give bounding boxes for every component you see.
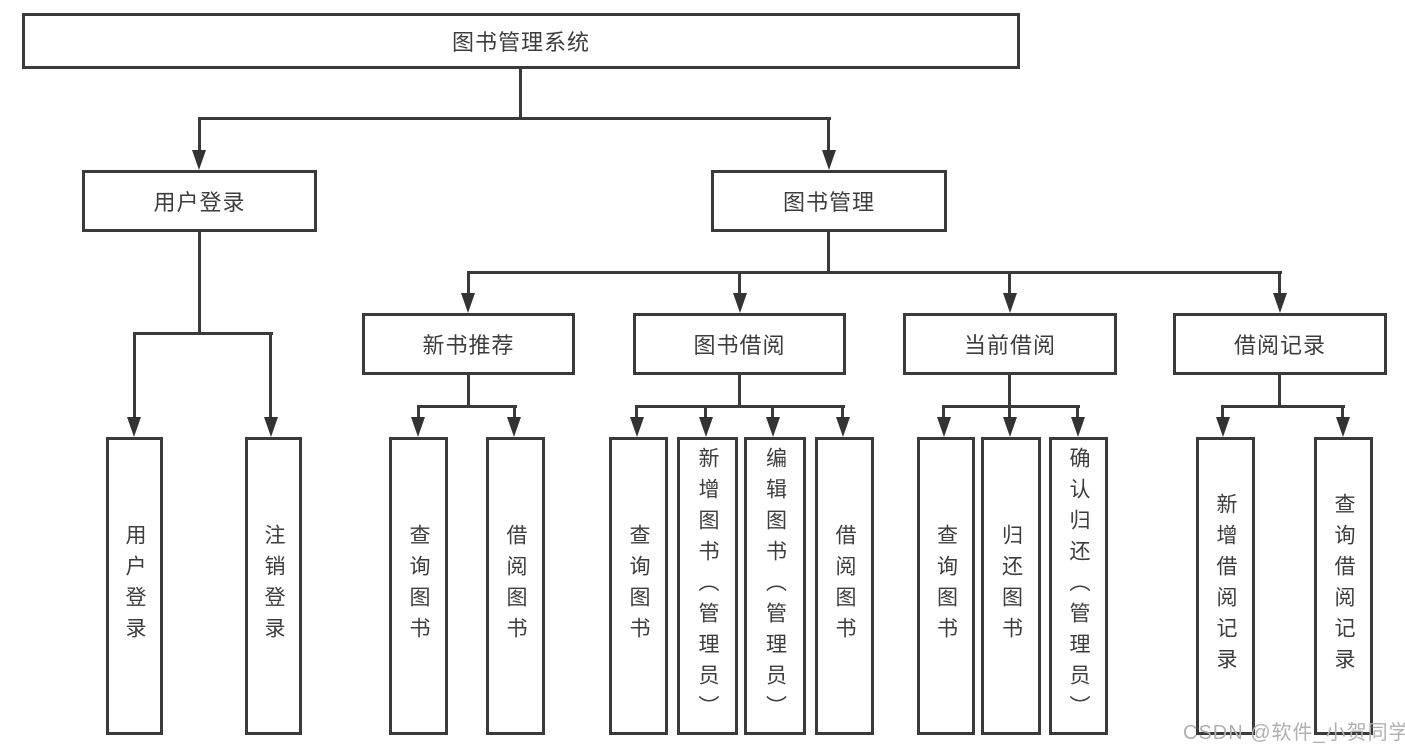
connector-line: [133, 332, 273, 335]
node-book-management: 图书管理: [711, 170, 947, 232]
connector-line: [133, 332, 136, 419]
connector-line: [771, 405, 774, 419]
leaf-rec-query-books: 查询图书: [389, 437, 448, 735]
node-book-borrowing: 图书借阅: [633, 313, 846, 375]
connector-line: [841, 405, 844, 419]
arrow-down-icon: [1071, 417, 1085, 437]
connector-line: [635, 405, 638, 419]
node-root: 图书管理系统: [22, 13, 1020, 69]
connector-line: [467, 271, 470, 295]
node-borrowing-records: 借阅记录: [1173, 313, 1387, 375]
node-borrowing-records-label: 借阅记录: [1233, 333, 1326, 358]
arrow-down-icon: [1003, 417, 1017, 437]
connector-line: [417, 405, 420, 419]
node-user-login-label: 用户登录: [153, 190, 246, 215]
arrow-down-icon: [937, 417, 951, 437]
connector-line: [467, 375, 470, 408]
arrow-down-icon: [630, 417, 644, 437]
node-new-book-recommend: 新书推荐: [362, 313, 575, 375]
node-root-label: 图书管理系统: [451, 30, 590, 55]
arrow-down-icon: [411, 417, 425, 437]
arrow-down-icon: [1216, 417, 1230, 437]
arrow-down-icon: [699, 417, 713, 437]
connector-line: [827, 117, 830, 152]
leaf-logout-label: 注销登录: [262, 524, 286, 648]
arrow-down-icon: [1336, 417, 1350, 437]
connector-line: [1278, 271, 1281, 295]
leaf-user-login: 用户登录: [106, 437, 163, 735]
leaf-bb-borrow-books-label: 借阅图书: [833, 524, 857, 648]
connector-line: [738, 271, 741, 295]
leaf-cb-return-books-label: 归还图书: [999, 524, 1023, 648]
arrow-down-icon: [127, 417, 141, 437]
arrow-down-icon: [507, 417, 521, 437]
leaf-rec-query-books-label: 查询图书: [407, 524, 431, 648]
leaf-cb-query-books-label: 查询图书: [934, 524, 958, 648]
connector-line: [519, 69, 522, 118]
node-new-book-recommend-label: 新书推荐: [422, 333, 515, 358]
connector-line: [417, 405, 517, 408]
arrow-down-icon: [1273, 293, 1287, 313]
leaf-bb-add-books-admin-label: 新增图书（管理员）: [696, 446, 720, 726]
connector-line: [1008, 405, 1011, 419]
node-book-borrowing-label: 图书借阅: [693, 333, 786, 358]
node-user-login: 用户登录: [82, 170, 317, 232]
node-book-management-label: 图书管理: [782, 190, 875, 215]
arrow-down-icon: [733, 293, 747, 313]
arrow-down-icon: [461, 293, 475, 313]
leaf-user-login-label: 用户登录: [123, 524, 147, 648]
leaf-cb-confirm-return-admin-label: 确认归还（管理员）: [1067, 446, 1091, 726]
leaf-br-add-record: 新增借阅记录: [1196, 437, 1255, 735]
arrow-down-icon: [822, 150, 836, 170]
connector-line: [704, 405, 707, 419]
connector-line: [942, 405, 945, 419]
arrow-down-icon: [766, 417, 780, 437]
leaf-cb-query-books: 查询图书: [917, 437, 975, 735]
connector-line: [1076, 405, 1079, 419]
connector-line: [827, 232, 830, 273]
watermark: CSDN @软件_小贺同学: [1183, 722, 1405, 744]
leaf-cb-return-books: 归还图书: [981, 437, 1041, 735]
connector-line: [269, 332, 272, 419]
leaf-rec-borrow-books: 借阅图书: [486, 437, 545, 735]
connector-line: [198, 117, 831, 120]
connector-line: [1341, 405, 1344, 419]
connector-line: [513, 405, 516, 419]
connector-line: [635, 405, 845, 408]
connector-line: [1221, 405, 1345, 408]
leaf-bb-borrow-books: 借阅图书: [815, 437, 874, 735]
leaf-logout: 注销登录: [245, 437, 302, 735]
connector-line: [198, 232, 201, 335]
arrow-down-icon: [1003, 293, 1017, 313]
connector-line: [1008, 375, 1011, 408]
leaf-br-query-record-label: 查询借阅记录: [1332, 493, 1356, 679]
leaf-br-query-record: 查询借阅记录: [1314, 437, 1373, 735]
arrow-down-icon: [192, 150, 206, 170]
leaf-br-add-record-label: 新增借阅记录: [1214, 493, 1238, 679]
connector-line: [738, 375, 741, 408]
leaf-bb-query-books: 查询图书: [609, 437, 668, 735]
leaf-cb-confirm-return-admin: 确认归还（管理员）: [1049, 437, 1108, 735]
leaf-bb-edit-books-admin: 编辑图书（管理员）: [744, 437, 806, 735]
connector-line: [1221, 405, 1224, 419]
leaf-bb-query-books-label: 查询图书: [627, 524, 651, 648]
leaf-bb-add-books-admin: 新增图书（管理员）: [677, 437, 738, 735]
leaf-rec-borrow-books-label: 借阅图书: [504, 524, 528, 648]
connector-line: [1278, 375, 1281, 408]
connector-line: [467, 271, 1282, 274]
arrow-down-icon: [264, 417, 278, 437]
leaf-bb-edit-books-admin-label: 编辑图书（管理员）: [763, 446, 787, 726]
connector-line: [942, 405, 1080, 408]
connector-line: [1008, 271, 1011, 295]
node-current-borrowing-label: 当前借阅: [963, 333, 1056, 358]
arrow-down-icon: [836, 417, 850, 437]
node-current-borrowing: 当前借阅: [903, 313, 1117, 375]
connector-line: [198, 117, 201, 152]
